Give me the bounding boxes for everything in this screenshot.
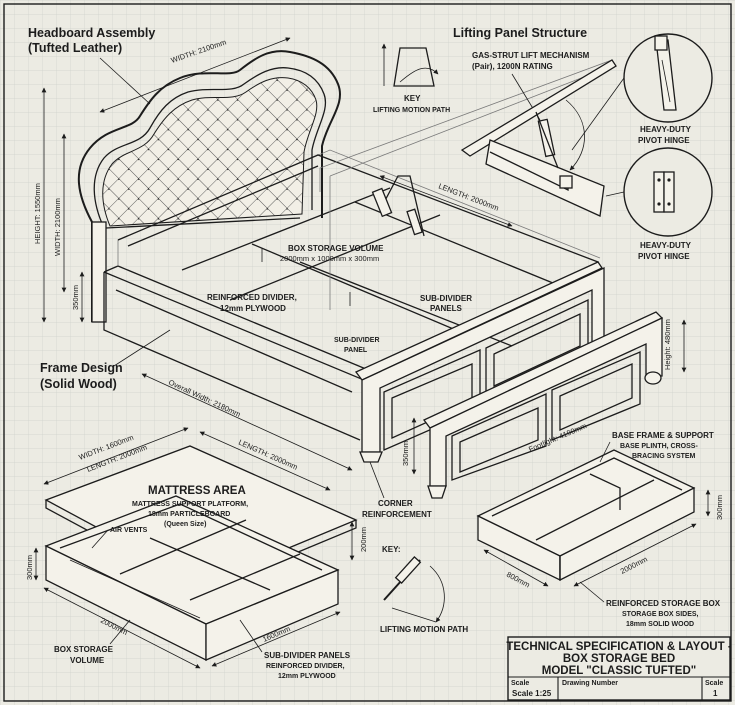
corner-label-2: REINFORCEMENT xyxy=(362,510,432,519)
sheet-border xyxy=(3,3,732,702)
dim-height-480: Height: 480mm xyxy=(663,319,672,370)
dim-width-2100-vertical: WIDTH: 2100mm xyxy=(53,198,62,256)
subpanels-label-3: 12mm PLYWOOD xyxy=(278,673,336,680)
lifting-motion-label-2: LIFTING MOTION PATH xyxy=(380,625,468,634)
dim-m-300: 300mm xyxy=(25,555,34,580)
scale-value: Scale 1:25 xyxy=(512,689,552,698)
headboard-title: Headboard Assembly xyxy=(28,26,155,40)
title-line-1: TECHNICAL SPECIFICATION & LAYOUT - xyxy=(506,641,731,653)
reinforced-box-label-3: 18mm SOLID WOOD xyxy=(626,621,694,628)
subdivider-label: SUB-DIVIDER xyxy=(420,294,472,303)
box-storage-label-2: VOLUME xyxy=(70,656,105,665)
base-frame-label-3: BRACING SYSTEM xyxy=(632,453,696,460)
gas-strut-label: GAS-STRUT LIFT MECHANISM xyxy=(472,51,590,60)
title-line-3: MODEL "CLASSIC TUFTED" xyxy=(542,665,696,677)
headboard-subtitle: (Tufted Leather) xyxy=(28,41,122,55)
hinge-label-2: HEAVY-DUTY xyxy=(640,241,692,250)
drawing-number-label: Drawing Number xyxy=(562,680,618,687)
hinge-callout-1: HEAVY-DUTY PIVOT HINGE xyxy=(623,33,713,145)
subpanels-label-2: REINFORCED DIVIDER, xyxy=(266,663,345,670)
dim-350: 350mm xyxy=(71,285,80,310)
mattress-label-3: (Queen Size) xyxy=(164,521,206,528)
scale-label: Scale xyxy=(511,680,529,687)
footboard-top xyxy=(354,261,603,381)
gas-strut-label-2: (Pair), 1200N RATING xyxy=(472,62,553,71)
key-motion-path-top: KEY LIFTING MOTION PATH xyxy=(373,43,450,114)
mattress-label-2: 18mm PARTICLEBOARD xyxy=(148,511,230,518)
dim-m-200: 200mm xyxy=(359,527,368,552)
hinge-label-1b: PIVOT HINGE xyxy=(638,136,690,145)
hinge-callout-2: HEAVY-DUTY PIVOT HINGE xyxy=(623,147,713,261)
key2-label: KEY: xyxy=(382,545,401,554)
centre-divider xyxy=(251,243,471,337)
title-block: TECHNICAL SPECIFICATION & LAYOUT - BOX S… xyxy=(506,636,732,701)
box-volume-dims: 2000mm x 1000mm x 300mm xyxy=(280,254,379,263)
bed-main-drawing xyxy=(77,50,664,499)
hinge-label-2b: PIVOT HINGE xyxy=(638,252,690,261)
headboard-leg-left xyxy=(91,221,107,323)
mattress-label-1: MATTRESS SUPPORT PLATFORM, xyxy=(132,501,248,508)
reinforced-divider-label-2: 12mm PLYWOOD xyxy=(220,304,286,313)
reinforced-divider-label: REINFORCED DIVIDER, xyxy=(207,293,297,302)
sheet-value: 1 xyxy=(713,689,718,698)
air-vents-label: AIR VENTS xyxy=(110,527,148,534)
dim-height-1550: HEIGHT: 1550mm xyxy=(33,183,42,244)
lifting-motion-label: LIFTING MOTION PATH xyxy=(373,107,450,114)
subdivider-label-2: PANELS xyxy=(430,304,463,313)
frame-subtitle: (Solid Wood) xyxy=(40,377,117,391)
hinge-label-1: HEAVY-DUTY xyxy=(640,125,692,134)
lifting-panel xyxy=(460,59,617,217)
subdivider-panel-label: SUB-DIVIDER xyxy=(334,337,380,344)
foot-left xyxy=(359,451,383,463)
box-storage-label: BOX STORAGE xyxy=(54,645,114,654)
base-frame-label-2: BASE PLINTH, CROSS- xyxy=(620,443,698,450)
frame-title: Frame Design xyxy=(40,361,123,375)
sheet-label: Scale xyxy=(705,680,723,687)
key-motion-path-bottom: KEY: LIFTING MOTION PATH xyxy=(380,545,468,634)
mattress-area-title: MATTRESS AREA xyxy=(148,485,246,497)
title-line-2: BOX STORAGE BED xyxy=(563,653,675,665)
subdivider-panel-label-2: PANEL xyxy=(344,347,368,354)
key-label: KEY xyxy=(404,94,421,103)
corner-label: CORNER xyxy=(378,499,413,508)
reinforced-box-label: REINFORCED STORAGE BOX xyxy=(606,599,721,608)
lifting-title: Lifting Panel Structure xyxy=(453,26,587,40)
dim-foot-350: 350mm xyxy=(401,441,410,466)
box-volume-label: BOX STORAGE VOLUME xyxy=(288,244,384,253)
base-frame-label: BASE FRAME & SUPPORT xyxy=(612,431,714,440)
subpanels-label: SUB-DIVIDER PANELS xyxy=(264,651,351,660)
reinforced-box-label-2: STORAGE BOX SIDES, xyxy=(622,611,699,618)
dim-b-300: 300mm xyxy=(715,495,724,520)
